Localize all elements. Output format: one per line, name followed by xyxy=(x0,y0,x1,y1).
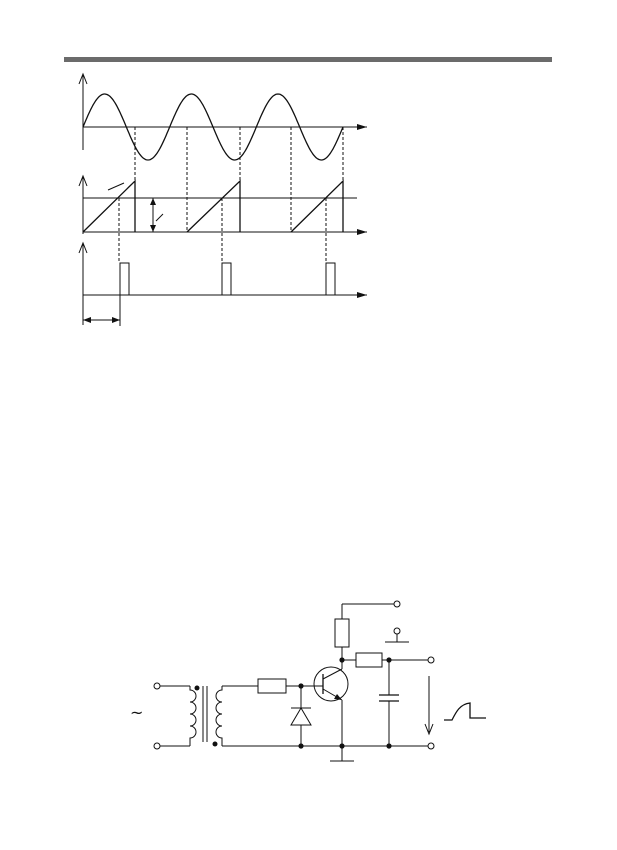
input-terminal-bottom xyxy=(153,742,161,750)
base-resistor xyxy=(257,678,287,694)
primary-polarity-dot xyxy=(194,685,200,691)
ac-source-symbol: ~ xyxy=(130,703,143,722)
delay-arrow-right xyxy=(112,317,120,323)
pulse-3 xyxy=(325,262,336,296)
ramp-tooth-3 xyxy=(290,179,344,233)
collector-resistor xyxy=(334,618,350,648)
timing-diagram xyxy=(78,72,367,326)
output-terminal-top xyxy=(427,656,435,664)
ramp-y-axis-arrow xyxy=(78,174,88,187)
output-terminal-bottom xyxy=(427,742,435,750)
ramp-tooth-2 xyxy=(186,179,241,233)
sine-x-axis-arrow xyxy=(357,124,367,130)
emitter-arrow xyxy=(334,694,342,700)
output-waveform-sketch xyxy=(444,702,486,721)
primary-winding xyxy=(189,686,197,746)
header-rule xyxy=(64,57,552,62)
ramp-tooth-1 xyxy=(82,179,136,233)
diode-triangle xyxy=(290,707,312,726)
pulse-y-axis-arrow xyxy=(78,241,88,254)
supply-terminal xyxy=(393,600,401,608)
threshold-arrow-top xyxy=(150,198,156,205)
transformer xyxy=(189,685,223,747)
circuit-schematic: ~ xyxy=(130,600,486,762)
output-resistor xyxy=(355,652,383,668)
sine-y-axis-arrow xyxy=(78,72,88,85)
input-terminal-top xyxy=(153,682,161,690)
threshold-arrow-bottom xyxy=(150,225,156,232)
capacitor xyxy=(379,660,399,746)
secondary-polarity-dot xyxy=(212,741,218,747)
transistor-envelope xyxy=(313,666,349,702)
projection-lines xyxy=(118,127,344,263)
pulse-1 xyxy=(119,262,130,296)
pulse-x-axis-arrow xyxy=(357,292,367,298)
sawtooth-plot xyxy=(78,174,367,235)
sine-wave-plot xyxy=(78,72,367,161)
output-voltage-arrowhead xyxy=(424,723,434,736)
reference-terminal xyxy=(393,627,401,635)
pulse-2 xyxy=(221,262,232,296)
secondary-winding xyxy=(215,686,223,746)
transistor xyxy=(313,666,349,702)
threshold-label-leader xyxy=(155,213,164,222)
pulse-plot xyxy=(78,241,367,326)
junction-diode-ground xyxy=(298,743,304,749)
ramp-label-leader xyxy=(107,182,125,191)
sine-waveform xyxy=(82,93,344,161)
delay-arrow-left xyxy=(83,317,91,323)
transistor-collector xyxy=(322,668,343,680)
diode xyxy=(290,686,312,746)
ramp-x-axis-arrow xyxy=(357,229,367,235)
